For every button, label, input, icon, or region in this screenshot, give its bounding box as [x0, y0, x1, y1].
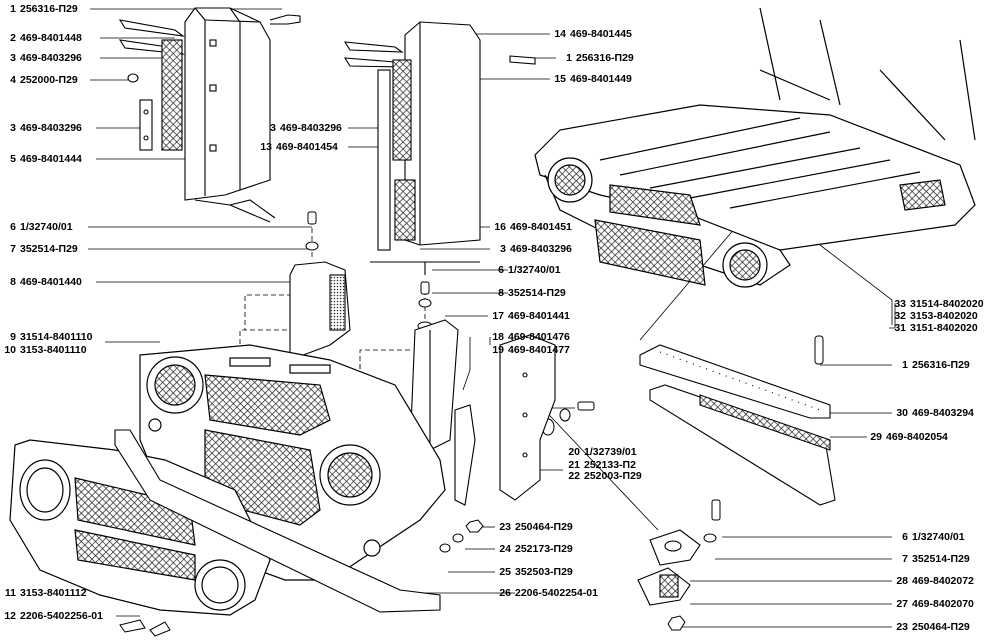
vehicle-front [534, 7, 976, 288]
left-side-bracket [118, 7, 301, 223]
hood-strips [639, 344, 836, 506]
rubber-stop [637, 529, 701, 606]
center-side-bracket [343, 21, 536, 275]
seal-18-19 [454, 334, 556, 506]
lower-trim-26 [114, 429, 441, 613]
front-panel-11 [9, 439, 271, 616]
bracket-8 [289, 261, 351, 361]
